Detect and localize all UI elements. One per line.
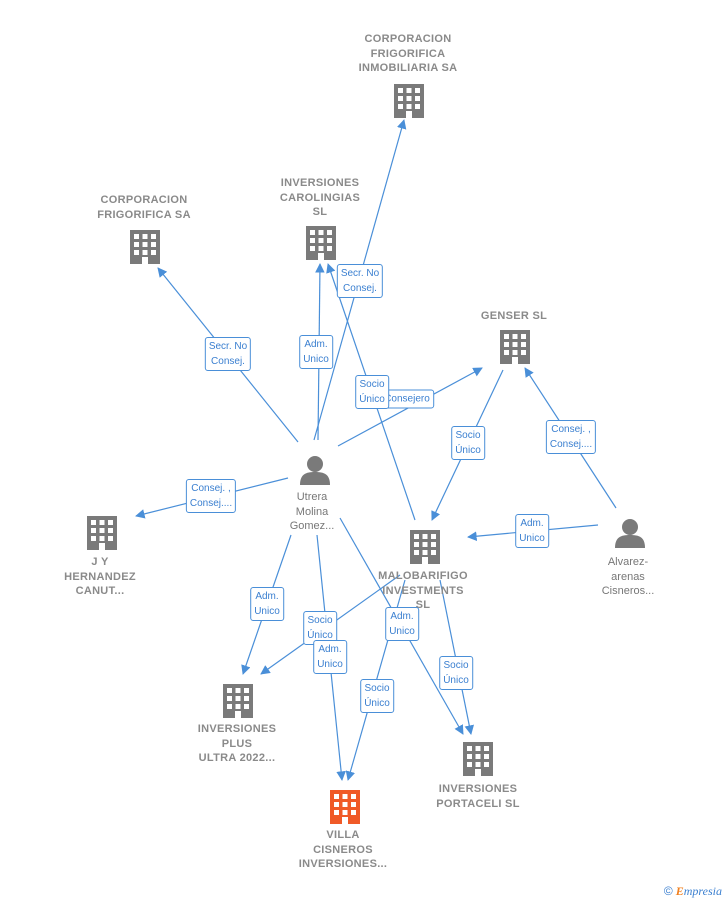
building-icon[interactable] — [394, 84, 424, 118]
edge-label-adm-unico[interactable]: Adm.Unico — [385, 607, 419, 641]
building-icon[interactable] — [306, 226, 336, 260]
node-label-corp-inmobiliaria[interactable]: CORPORACION FRIGORIFICA INMOBILIARIA SA — [358, 33, 458, 74]
building-icon[interactable] — [500, 330, 530, 364]
brand-initial: E — [675, 884, 684, 898]
node-label-inv-plus[interactable]: INVERSIONES PLUS ULTRA 2022... — [197, 723, 277, 764]
edge-label-adm-unico[interactable]: Adm.Unico — [299, 335, 333, 369]
edge-label-adm-unico[interactable]: Adm.Unico — [515, 514, 549, 548]
node-label-malobarifigo[interactable]: MALOBARIFIGO INVESTMENTS SL — [378, 570, 468, 611]
building-icon[interactable] — [410, 530, 440, 564]
node-label-inv-carolingias[interactable]: INVERSIONES CAROLINGIAS SL — [279, 177, 361, 218]
edge-label-adm-unico[interactable]: Adm.Unico — [250, 587, 284, 621]
person-icon[interactable] — [615, 519, 645, 548]
building-icon[interactable] — [463, 742, 493, 776]
edge-label-consej[interactable]: Consej. ,Consej.... — [545, 420, 597, 454]
brand-footer[interactable]: © Empresia — [664, 884, 722, 899]
brand-name: mpresia — [683, 884, 722, 898]
building-icon[interactable] — [330, 790, 360, 824]
building-icon[interactable] — [130, 230, 160, 264]
node-label-jy-hernandez[interactable]: J Y HERNANDEZ CANUT... — [64, 556, 136, 597]
node-label-corp-frigorifica[interactable]: CORPORACION FRIGORIFICA SA — [97, 194, 191, 221]
building-icon[interactable] — [87, 516, 117, 550]
node-label-genser[interactable]: GENSER SL — [480, 310, 548, 322]
node-label-alvarez[interactable]: Alvarez- arenas Cisneros... — [601, 556, 655, 597]
person-icon[interactable] — [300, 456, 330, 485]
copyright-symbol: © — [663, 884, 673, 898]
node-label-utrera[interactable]: Utrera Molina Gomez... — [289, 491, 335, 532]
edge-label-adm-unico[interactable]: Adm.Unico — [313, 640, 347, 674]
node-label-villa-cisneros[interactable]: VILLA CISNEROS INVERSIONES... — [298, 829, 388, 870]
building-icon[interactable] — [223, 684, 253, 718]
edge-label-consej[interactable]: Consej. ,Consej.... — [185, 479, 237, 513]
node-label-inv-portaceli[interactable]: INVERSIONES PORTACELI SL — [436, 783, 520, 810]
